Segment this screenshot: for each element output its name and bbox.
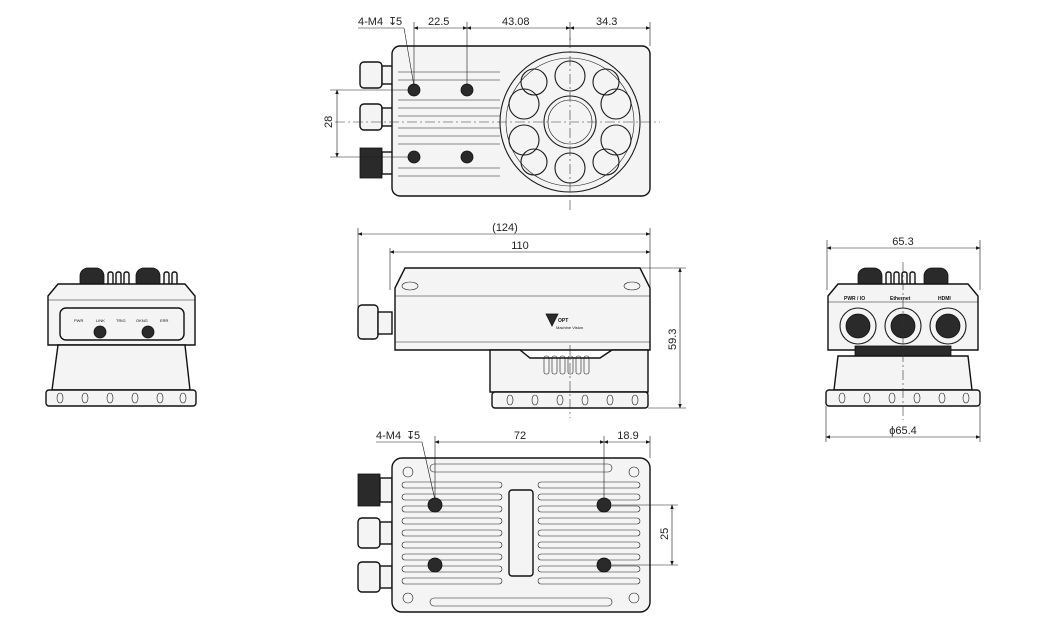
- side-view: 65.3 PWR / IO Ethernet HDMI: [825, 236, 981, 442]
- indicator-pwr: PWR: [74, 318, 83, 323]
- top-view-fins: [398, 71, 500, 177]
- top-view: 4-M4 ↧ 5 22.5 43.08 34.3 28: [323, 16, 660, 210]
- indicator-link: LINK: [96, 318, 105, 323]
- dim-124: (124): [492, 222, 518, 234]
- dim-72: 72: [514, 430, 526, 442]
- indicator-okng: OKNG: [136, 318, 148, 323]
- indicator-trig: TRIG: [116, 318, 126, 323]
- bottom-view-corner-screws: [402, 466, 640, 604]
- bottom-view-center-slot: [508, 489, 534, 577]
- top-view-housing: [391, 45, 651, 197]
- dim-18-9: 18.9: [617, 430, 638, 442]
- front-view: (124) 110 OPT Machine Vision: [357, 222, 686, 418]
- bottom-thread-label: 4-M4: [376, 430, 401, 442]
- rear-view-ring-slots: [56, 392, 187, 404]
- dim-43-08: 43.08: [502, 16, 530, 28]
- side-view-ring-slots: [838, 392, 970, 404]
- rear-view: PWR LINK TRIG OKNG ERR: [45, 267, 197, 407]
- bottom-view-connectors: [357, 473, 393, 593]
- front-view-ring-slots: [506, 394, 639, 406]
- dim-59-3: 59.3: [667, 329, 679, 350]
- dim-phi-65-4: ϕ65.4: [889, 425, 917, 437]
- connector-label-pwr-io: PWR / IO: [844, 296, 865, 302]
- top-thread-label: 4-M4: [358, 16, 383, 28]
- top-thread-depth: 5: [396, 16, 402, 28]
- connector-label-hdmi: HDMI: [938, 296, 951, 302]
- dim-110: 110: [511, 240, 529, 252]
- indicator-panel: [59, 307, 185, 341]
- bottom-thread-depth-symbol: ↧: [406, 430, 415, 442]
- top-view-connectors: [359, 61, 395, 179]
- dim-34-3: 34.3: [596, 16, 617, 28]
- dim-25: 25: [659, 528, 671, 540]
- dim-22-5: 22.5: [428, 16, 449, 28]
- front-view-fins: [543, 355, 590, 375]
- connector-label-ethernet: Ethernet: [890, 296, 911, 302]
- bottom-view-fins: [401, 481, 641, 585]
- top-thread-depth-symbol: ↧: [388, 16, 397, 28]
- dim-65-3: 65.3: [892, 236, 913, 248]
- brand-logo: OPT Machine Vision: [545, 313, 583, 330]
- dim-28: 28: [323, 116, 335, 128]
- bottom-thread-depth: 5: [414, 430, 420, 442]
- bottom-view: 4-M4 ↧ 5 72 18.9 25: [357, 430, 678, 613]
- front-view-housing: [394, 267, 651, 351]
- logo-text: OPT: [558, 318, 568, 324]
- indicator-err: ERR: [160, 318, 169, 323]
- logo-tagline: Machine Vision: [556, 325, 583, 330]
